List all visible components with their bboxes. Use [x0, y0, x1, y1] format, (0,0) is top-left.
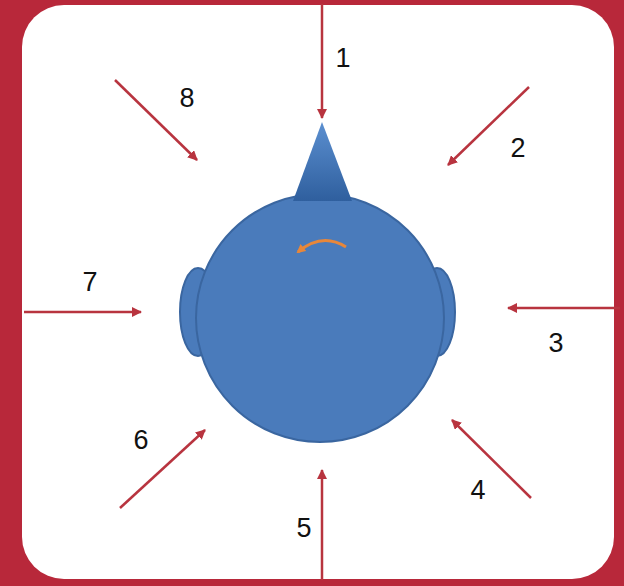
callout-number: 4 [470, 477, 485, 504]
callout-number: 8 [179, 85, 194, 112]
direction-arrows [24, 4, 620, 580]
callout-number: 7 [82, 269, 97, 296]
nose-triangle [293, 122, 352, 201]
white-panel [22, 5, 614, 579]
rotation-arrow [298, 241, 346, 252]
callout-number: 5 [296, 515, 311, 542]
callout-number: 2 [510, 135, 525, 162]
callout-number: 3 [548, 330, 563, 357]
callout-number: 6 [133, 427, 148, 454]
callout-number: 1 [335, 45, 350, 72]
head-circle [196, 194, 444, 442]
